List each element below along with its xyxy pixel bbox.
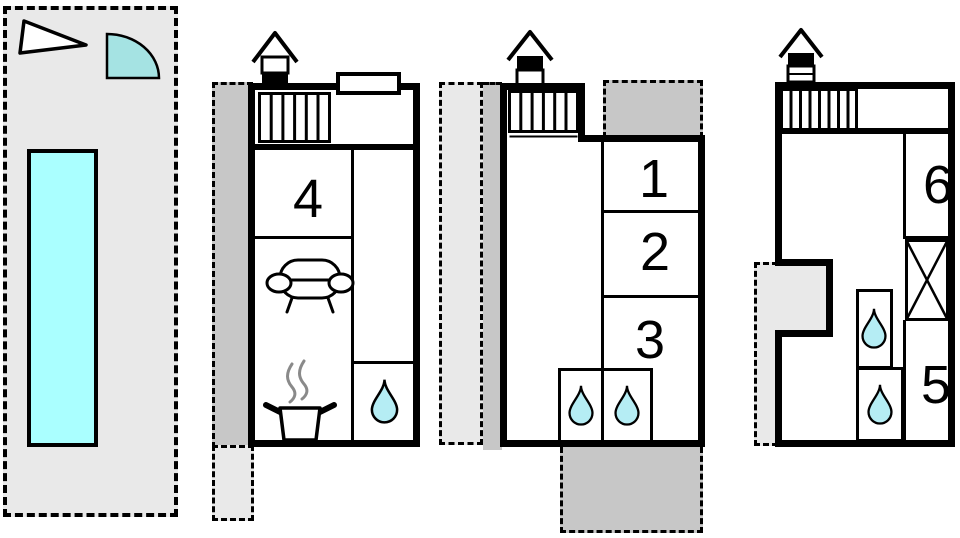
plan-b-wall-step [578,83,585,142]
plan-c-balcony [754,262,778,446]
plan-b-wall-upper-right [578,135,705,142]
quarter-sector-icon [105,32,161,80]
plan-a-bath-line [354,361,413,364]
chimney-icon [251,31,299,88]
plan-b-room2-line [601,295,698,298]
stairs-icon [780,88,858,131]
plan-c-wall-bottom [775,440,955,447]
room-label-6: 6 [922,155,954,215]
plan-b-ground-extension [560,447,703,533]
water-drop-icon [370,379,399,424]
plan-c-wall-right [948,82,955,447]
x-cross-box-icon [905,239,949,321]
room-label-5: 5 [920,355,952,415]
plan-a-wall-mid [248,144,420,150]
plan-c-room6-divider [903,134,906,239]
plan-c-corridor-wall [782,128,948,134]
chimney-icon [778,28,824,84]
water-drop-icon [861,308,887,349]
plan-c-balcony-notch [775,259,833,337]
water-drop-icon [614,385,640,426]
plan-c-wall-left-lower [775,330,782,447]
plan-b-wall-bottom [500,440,705,447]
room-label-1: 1 [638,149,670,209]
plan-a-terrace-strip [212,82,253,448]
plan-b-wall-left [500,83,507,447]
plan-c-wall-left-upper [775,82,782,266]
water-drop-icon [867,384,893,425]
plan-c-room5-divider [903,320,906,440]
plan-b-bathroom-divider [601,371,604,440]
plan-a-wall-bottom [248,440,420,447]
plan-a-wall-left [248,83,255,447]
north-arrow-icon [18,19,88,55]
plan-c-room6-line [903,236,948,239]
stairs-icon [508,90,579,138]
plan-c-notch-bottom [775,330,833,337]
plan-b-terrace-strip-light [439,82,483,445]
room-label-2: 2 [639,222,671,282]
room-label-3: 3 [634,310,666,370]
plan-b-wall-right [698,135,705,447]
sofa-icon [265,258,355,314]
plan-c-notch-right [826,259,833,337]
plan-a-room4-line [255,236,351,239]
plan-c-wall-top [775,82,955,89]
plan-b-divider [601,142,604,370]
window [336,72,401,95]
plan-c-notch-top [775,259,833,266]
chimney-icon [506,30,554,87]
plan-b-roof-terrace [603,80,703,138]
plan-b-wall-top [500,83,585,90]
plan-a-wall-right [413,83,420,447]
plan-a-terrace-extension [212,445,254,521]
cooking-pot-icon [263,359,337,442]
plan-a-divider [351,150,354,440]
water-drop-icon [568,385,594,426]
stairs-icon [258,92,331,143]
swimming-pool [27,149,98,447]
plan-b-terrace-strip-dark [483,82,502,450]
room-label-4: 4 [292,169,324,229]
plan-a-wall-top [248,83,420,90]
plan-b-room1-line [601,210,698,213]
